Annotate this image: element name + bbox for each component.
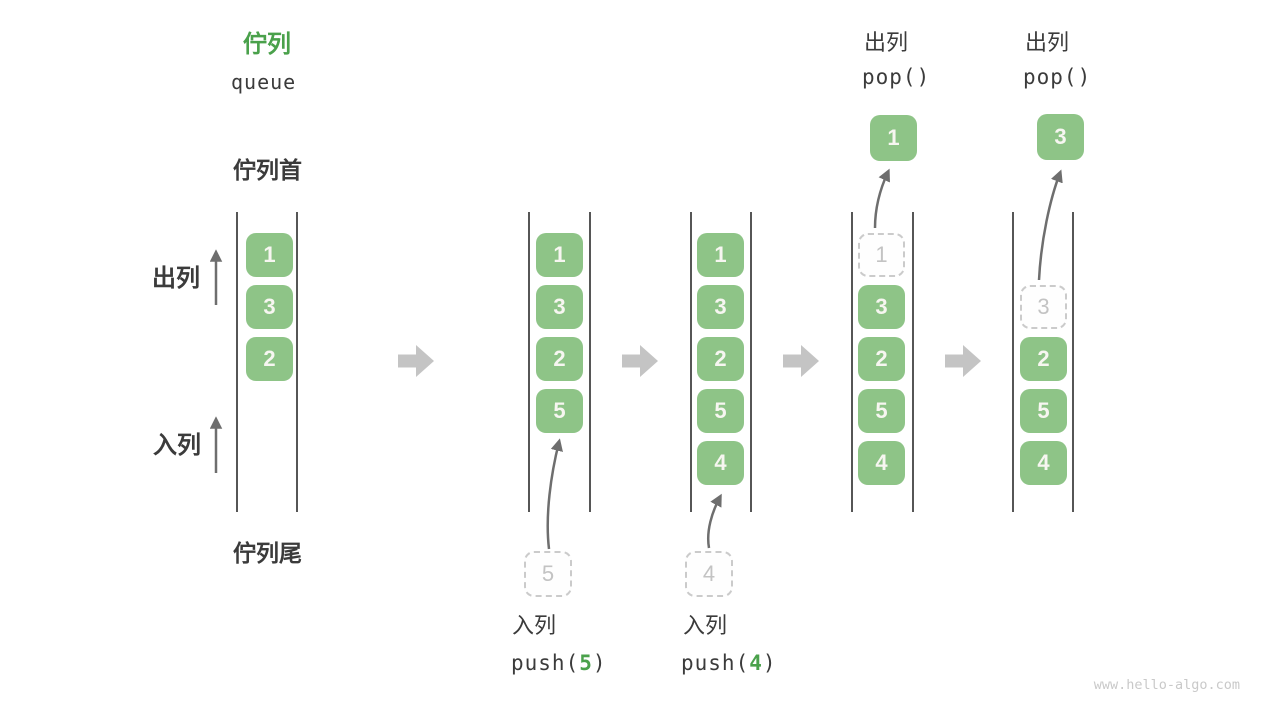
queue2-element: 3 [536,285,583,329]
push5-arrow-icon [546,438,563,550]
queue3-left-wall [690,212,692,512]
queue3-incoming-element: 4 [685,551,733,597]
pop-op-2-label: 出列 [1025,30,1070,55]
queue4-element: 3 [858,285,905,329]
queue4-element: 2 [858,337,905,381]
queue5-element: 5 [1020,389,1067,433]
queue1-right-wall [296,212,298,512]
queue3-element: 3 [697,285,744,329]
queue4-left-wall [851,212,853,512]
push-op-4-fn: push( [681,651,750,675]
pop-op-1-label: 出列 [864,30,909,55]
push-op-5-arg: 5 [579,651,593,675]
queue2-incoming-element: 5 [524,551,572,597]
push-op-5-label: 入列 [512,613,557,638]
page-subtitle: queue [231,70,297,94]
queue2-element: 5 [536,389,583,433]
pop1-arrow-icon [873,168,890,229]
push-op-4-label: 入列 [683,613,728,638]
queue3-element: 5 [697,389,744,433]
push-op-5-close: ) [592,651,607,675]
queue5-popped-element: 3 [1037,114,1084,160]
queue1-left-wall [236,212,238,512]
queue4-ghost-element: 1 [858,233,905,277]
queue2-element: 2 [536,337,583,381]
operation-arrows [546,168,1063,550]
pop-op-2-code: pop() [1023,65,1092,89]
queue3-right-wall [750,212,752,512]
page-title: 佇列 [243,31,291,58]
push4-arrow-icon [707,493,722,549]
pop-op-1-code: pop() [862,65,931,89]
push-op-5-code: push(5) [511,653,607,674]
queue5-element: 4 [1020,441,1067,485]
enqueue-side-label: 入列 [153,432,201,459]
push-op-4-code: push(4) [681,653,777,674]
queue4-right-wall [912,212,914,512]
queue5-element: 2 [1020,337,1067,381]
queue1-element: 3 [246,285,293,329]
queue5-right-wall [1072,212,1074,512]
push-op-4-close: ) [762,651,777,675]
queue1-element: 1 [246,233,293,277]
transition-arrow-icon [398,345,434,377]
queue2-left-wall [528,212,530,512]
queue2-right-wall [589,212,591,512]
push-op-4-arg: 4 [749,651,763,675]
queue-rear-label: 佇列尾 [233,540,302,566]
transition-arrow-icon [622,345,658,377]
queue3-element: 1 [697,233,744,277]
queue2-element: 1 [536,233,583,277]
transition-arrow-icon [783,345,819,377]
queue5-ghost-element: 3 [1020,285,1067,329]
queue5-left-wall [1012,212,1014,512]
queue3-element: 2 [697,337,744,381]
queue4-element: 4 [858,441,905,485]
queue4-popped-element: 1 [870,115,917,161]
push-op-5-fn: push( [511,651,580,675]
queue4-element: 5 [858,389,905,433]
queue3-element: 4 [697,441,744,485]
queue1-element: 2 [246,337,293,381]
transition-arrow-icon [945,345,981,377]
pop3-arrow-icon [1037,169,1063,281]
queue-front-label: 佇列首 [233,157,302,183]
dequeue-side-label: 出列 [152,265,200,292]
watermark: www.hello-algo.com [1093,677,1240,693]
